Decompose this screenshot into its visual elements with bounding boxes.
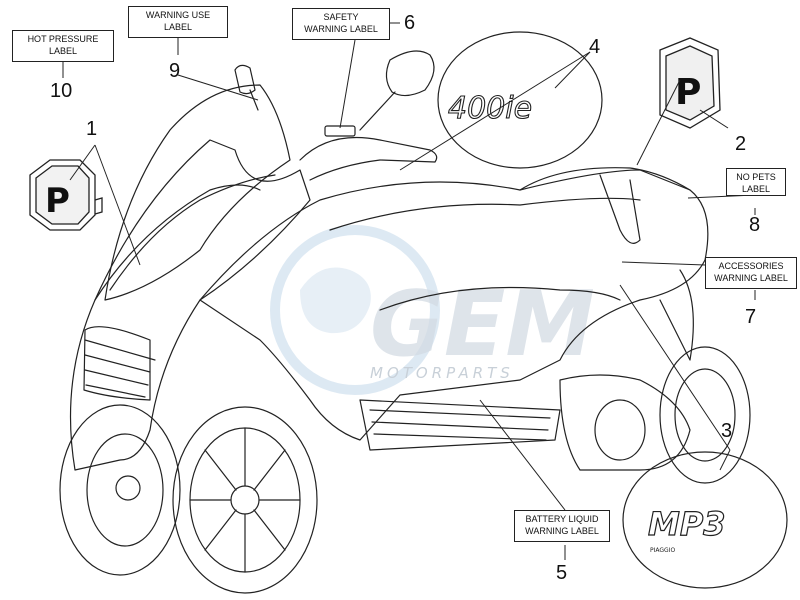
label-warning-use-line2: LABEL (163, 22, 193, 32)
watermark-brand: GEM (370, 272, 595, 377)
front-fairing (69, 139, 311, 471)
svg-text:P: P (675, 72, 701, 113)
callout-number-6: 6 (404, 12, 416, 34)
callout-number-8: 8 (749, 214, 761, 236)
callout-number-7: 7 (745, 306, 757, 328)
label-safety-warning-line1: SAFETY (323, 12, 359, 22)
label-no-pets-line2: LABEL (741, 184, 771, 194)
rear-wheel (659, 346, 751, 484)
model-badge-text: 400ie (448, 91, 532, 126)
label-battery-line2: WARNING LABEL (525, 526, 599, 536)
decal-piaggio-shield-2: P (659, 37, 721, 129)
callout-number-5: 5 (556, 562, 568, 584)
label-accessories-line1: ACCESSORIES (718, 261, 784, 271)
label-safety-warning: SAFETY WARNING LABEL (292, 8, 390, 40)
mp3-logo-text: MP3 (648, 505, 726, 543)
handlebar (299, 125, 438, 181)
label-battery-line1: BATTERY LIQUID (525, 514, 599, 524)
decal-model-badge: 400ie (437, 31, 603, 169)
label-warning-use: WARNING USE LABEL (128, 6, 228, 38)
mirror-left (234, 64, 259, 111)
svg-text:P: P (45, 181, 70, 221)
floorboard (359, 399, 561, 451)
label-hot-pressure: HOT PRESSURE LABEL (12, 30, 114, 62)
watermark-sub: MOTORPARTS (370, 364, 514, 382)
label-warning-use-line1: WARNING USE (145, 10, 211, 20)
leader-lines (62, 22, 756, 560)
label-battery-liquid: BATTERY LIQUID WARNING LABEL (514, 510, 610, 542)
callout-number-9: 9 (169, 60, 181, 82)
engine (559, 374, 691, 471)
callout-number-10: 10 (50, 80, 73, 102)
callout-number-4: 4 (589, 36, 601, 58)
windscreen (104, 84, 291, 301)
decal-mp3-logo: MP3 PIAGGIO (622, 451, 788, 589)
watermark-globe (270, 225, 440, 395)
label-accessories-line2: WARNING LABEL (714, 273, 788, 283)
mp3-sub-text: PIAGGIO (650, 547, 675, 554)
decal-piaggio-shield-1: P (29, 159, 103, 231)
label-safety-warning-line2: WARNING LABEL (304, 24, 378, 34)
label-accessories-warning: ACCESSORIES WARNING LABEL (705, 257, 797, 289)
mirror-right (359, 50, 435, 131)
front-wheel-left (59, 404, 181, 576)
label-hot-pressure-line1: HOT PRESSURE (27, 34, 99, 44)
callout-number-3: 3 (721, 420, 733, 442)
label-hot-pressure-line2: LABEL (48, 46, 78, 56)
label-no-pets: NO PETS LABEL (726, 168, 786, 196)
callout-number-1: 1 (86, 118, 98, 140)
main-body (199, 167, 709, 441)
callout-number-2: 2 (735, 133, 747, 155)
label-no-pets-line1: NO PETS (736, 172, 776, 182)
front-wheel-right (172, 406, 318, 594)
